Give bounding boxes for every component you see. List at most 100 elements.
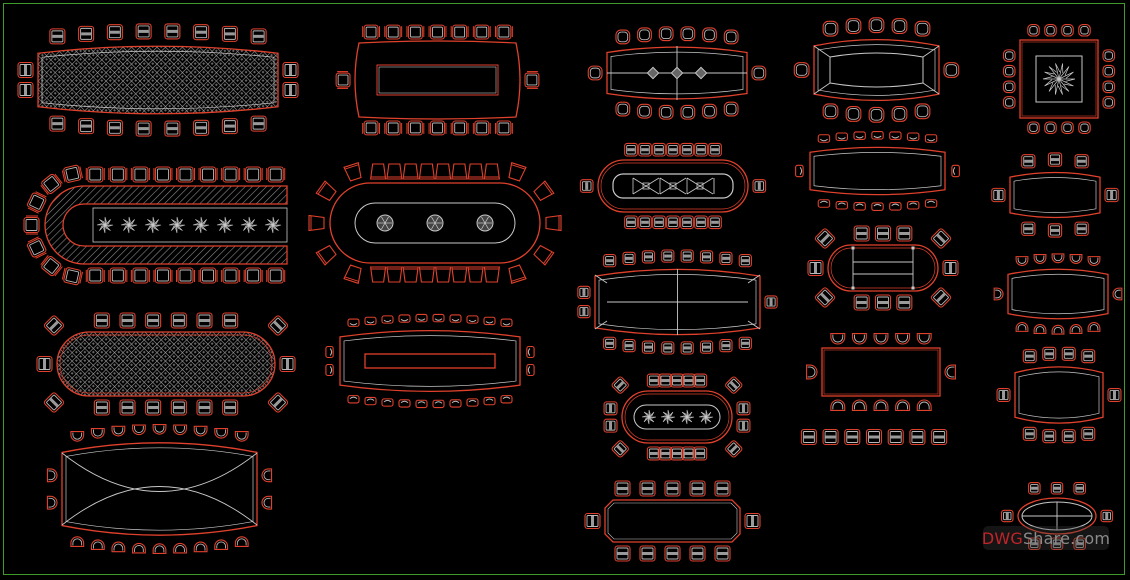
chair-icon bbox=[1069, 324, 1083, 334]
table-block-boat-bar-24[interactable] bbox=[325, 313, 535, 409]
chair-icon bbox=[483, 316, 496, 326]
chair-icon bbox=[624, 142, 638, 157]
chair-icon bbox=[17, 81, 34, 99]
chair-icon bbox=[325, 363, 334, 377]
chair-icon bbox=[1051, 324, 1065, 335]
chair-icon bbox=[694, 215, 708, 230]
chair-icon bbox=[1078, 121, 1091, 135]
chair-icon bbox=[708, 215, 722, 230]
chair-icon bbox=[889, 202, 902, 211]
chair-icon bbox=[449, 314, 462, 323]
chair-icon bbox=[699, 340, 714, 354]
table-block-boat-round-12[interactable] bbox=[993, 253, 1123, 335]
chair-icon bbox=[666, 142, 680, 157]
chair-icon bbox=[637, 27, 652, 43]
chair-icon bbox=[70, 536, 85, 547]
chair-icon bbox=[222, 312, 239, 329]
chair-icon bbox=[428, 24, 447, 40]
chair-icon bbox=[1033, 324, 1047, 334]
chair-icon bbox=[135, 23, 152, 40]
chair-icon bbox=[526, 345, 535, 359]
chair-icon bbox=[170, 312, 187, 329]
table-block-rect-bevel-16[interactable] bbox=[335, 24, 540, 136]
chair-icon bbox=[723, 101, 739, 117]
chair-icon bbox=[524, 71, 540, 89]
table-block-square-plant-16[interactable] bbox=[1002, 23, 1116, 135]
chair-icon bbox=[652, 142, 666, 157]
chair-icon bbox=[736, 401, 751, 416]
table-block-boat-inner-12[interactable] bbox=[793, 17, 960, 123]
chair-icon bbox=[871, 131, 884, 140]
chair-icon bbox=[942, 259, 959, 277]
chair-icon bbox=[381, 398, 394, 407]
table-block-stadium-flowers-16[interactable] bbox=[603, 373, 751, 461]
chair-icon bbox=[78, 118, 95, 135]
table-top-icon bbox=[604, 499, 741, 543]
chair-icon bbox=[719, 251, 733, 265]
chair-icon bbox=[1044, 23, 1057, 37]
chair-icon bbox=[865, 428, 883, 446]
chair-icon bbox=[708, 142, 722, 157]
chair-icon bbox=[658, 446, 673, 461]
chair-icon bbox=[214, 539, 229, 551]
chair-icon bbox=[343, 161, 362, 182]
chair-icon bbox=[851, 399, 867, 411]
table-block-boat-x-22[interactable] bbox=[46, 424, 273, 554]
chair-icon bbox=[222, 399, 239, 416]
table-block-u-shape-flowers[interactable] bbox=[23, 164, 288, 286]
table-block-boat-checker-20[interactable] bbox=[17, 23, 299, 137]
table-block-stadium-lights-16[interactable] bbox=[579, 142, 767, 230]
chair-icon bbox=[1022, 426, 1037, 441]
chair-icon bbox=[680, 249, 694, 263]
table-block-octagon-12[interactable] bbox=[584, 480, 761, 562]
table-block-stadium-bars-12[interactable] bbox=[807, 225, 959, 311]
chair-icon bbox=[193, 541, 208, 553]
chair-icon bbox=[1050, 481, 1064, 495]
chair-icon bbox=[500, 395, 513, 404]
chair-icon bbox=[193, 119, 210, 136]
table-block-rect-dome-12[interactable] bbox=[806, 333, 956, 411]
table-block-oval-3lights-26[interactable] bbox=[308, 161, 562, 285]
chair-icon bbox=[466, 315, 479, 324]
chair-icon bbox=[130, 166, 150, 183]
table-block-boat-14[interactable] bbox=[795, 131, 960, 211]
chair-icon bbox=[916, 333, 932, 345]
chair-icon bbox=[1033, 254, 1047, 264]
chair-icon bbox=[814, 228, 836, 249]
chair-icon bbox=[362, 24, 381, 40]
chair-icon bbox=[725, 440, 743, 458]
chair-icon bbox=[924, 199, 938, 208]
table-block-boat-cross-18[interactable] bbox=[577, 249, 778, 355]
table-block-boat-10b[interactable] bbox=[996, 346, 1122, 444]
chair-icon bbox=[434, 163, 452, 180]
table-block-ellipse-8[interactable] bbox=[1000, 481, 1114, 551]
chair-icon bbox=[637, 103, 652, 119]
table-block-stadium-checker-18[interactable] bbox=[36, 312, 296, 416]
chair-icon bbox=[1002, 96, 1016, 109]
chair-icon bbox=[472, 120, 491, 136]
table-block-chair-row-7[interactable] bbox=[800, 428, 948, 446]
chair-icon bbox=[170, 399, 187, 416]
table-top-icon bbox=[1009, 171, 1101, 219]
chair-icon bbox=[347, 395, 360, 404]
chair-icon bbox=[508, 161, 527, 182]
chair-icon bbox=[914, 20, 931, 37]
chair-icon bbox=[1074, 154, 1089, 169]
chair-icon bbox=[267, 392, 289, 413]
chair-icon bbox=[343, 264, 362, 285]
chair-icon bbox=[428, 120, 447, 136]
chair-icon bbox=[93, 312, 110, 329]
table-top-icon bbox=[594, 268, 761, 336]
table-block-boat-10[interactable] bbox=[991, 152, 1119, 238]
chair-icon bbox=[680, 142, 694, 157]
chair-icon bbox=[508, 264, 527, 285]
table-block-boat-diamonds-14[interactable] bbox=[587, 26, 767, 120]
chair-icon bbox=[315, 180, 337, 202]
chair-icon bbox=[111, 541, 126, 553]
chair-icon bbox=[347, 318, 360, 327]
chair-icon bbox=[164, 23, 181, 40]
chair-icon bbox=[1104, 187, 1119, 203]
chair-icon bbox=[46, 495, 58, 510]
chair-icon bbox=[638, 142, 652, 157]
